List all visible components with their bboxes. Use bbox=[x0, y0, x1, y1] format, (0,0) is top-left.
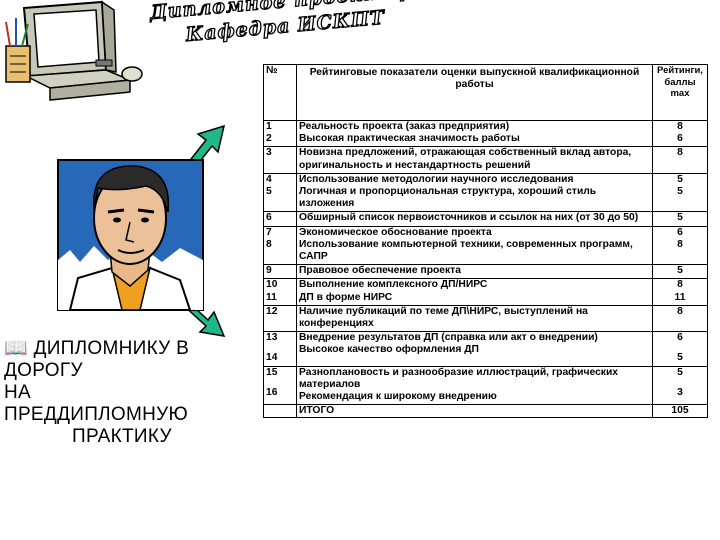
row-text: Реальность проекта (заказ предприятия) bbox=[299, 121, 510, 132]
computer-clipart bbox=[5, 0, 143, 101]
row-texts: Экономическое обоснование проекта Исполь… bbox=[296, 225, 653, 266]
rating-table: № Рейтинговые показатели оценки выпускно… bbox=[263, 64, 708, 419]
table-row-group: 4 5 Использование методологии научного и… bbox=[263, 172, 708, 213]
row-numbers: 7 8 bbox=[263, 225, 297, 266]
table-row-group: 9 Правовое обеспечение проекта 5 bbox=[263, 264, 708, 280]
row-number: 4 bbox=[266, 173, 272, 185]
row-texts: Реальность проекта (заказ предприятия) В… bbox=[296, 119, 653, 148]
row-point: 5 bbox=[652, 264, 708, 280]
row-texts: Выполнение комплексного ДП/НИРС ДП в фор… bbox=[296, 278, 653, 306]
student-note-line-text: ДИПЛОМНИКУ В bbox=[33, 338, 190, 359]
column-header-indicator: Рейтинговые показатели оценки выпускной … bbox=[296, 64, 653, 121]
table-row-group: 6 Обширный список первоисточников и ссыл… bbox=[263, 211, 708, 227]
row-number: 14 bbox=[266, 352, 278, 364]
row-numbers: 10 11 bbox=[263, 278, 297, 306]
row-number: 10 bbox=[266, 279, 278, 291]
row-number: 8 bbox=[266, 238, 272, 250]
total-label: ИТОГО bbox=[296, 404, 653, 419]
row-point: 5 bbox=[677, 352, 683, 364]
row-text: Наличие публикаций по теме ДП\НИРС, выст… bbox=[296, 304, 653, 333]
row-text: Высокая практическая значимость работы bbox=[299, 133, 520, 145]
row-text: Правовое обеспечение проекта bbox=[296, 264, 653, 280]
row-point: 5 bbox=[677, 173, 683, 185]
row-text: Выполнение комплексного ДП/НИРС bbox=[299, 279, 488, 291]
table-row-group: 12 Наличие публикаций по теме ДП\НИРС, в… bbox=[263, 304, 708, 333]
row-points: 8 11 bbox=[652, 278, 708, 306]
student-note-line: ДОРОГУ bbox=[4, 360, 83, 381]
row-numbers: 13 14 bbox=[263, 331, 297, 367]
row-point: 6 bbox=[677, 332, 683, 344]
row-number: 15 bbox=[266, 366, 278, 378]
row-text: Внедрение результатов ДП (справка или ак… bbox=[299, 332, 598, 344]
total-points: 105 bbox=[652, 404, 708, 419]
row-point: 5 bbox=[652, 211, 708, 227]
row-point: 8 bbox=[652, 304, 708, 333]
row-points: 6 8 bbox=[652, 225, 708, 266]
table-total-row: ИТОГО 105 bbox=[263, 404, 708, 419]
table-row-group: 15 16 Разноплановость и разнообразие илл… bbox=[263, 365, 708, 406]
row-point: 8 bbox=[677, 238, 683, 250]
row-point: 5 bbox=[677, 366, 683, 378]
row-points: 5 3 bbox=[652, 365, 708, 406]
column-header-number: № bbox=[263, 64, 297, 121]
row-point: 8 bbox=[652, 146, 708, 174]
table-row-group: 13 14 Внедрение результатов ДП (справка … bbox=[263, 331, 708, 367]
student-note-line: ПРЕДДИПЛОМНУЮ bbox=[4, 404, 189, 425]
row-text: ДП в форме НИРС bbox=[299, 291, 393, 303]
row-numbers: 1 2 bbox=[263, 119, 297, 148]
row-point: 8 bbox=[677, 121, 683, 132]
row-number: 5 bbox=[266, 186, 272, 198]
book-icon: 📖 bbox=[4, 338, 28, 359]
table-row-group: 10 11 Выполнение комплексного ДП/НИРС ДП… bbox=[263, 278, 708, 306]
table-row-group: 1 2 Реальность проекта (заказ предприяти… bbox=[263, 119, 708, 148]
row-number: 13 bbox=[266, 332, 278, 344]
row-text: Рекомендация к широкому внедрению bbox=[299, 391, 497, 403]
row-number: 12 bbox=[263, 304, 297, 333]
student-note-line: НА bbox=[4, 382, 31, 403]
row-point: 3 bbox=[677, 386, 683, 398]
row-point: 11 bbox=[674, 291, 686, 303]
row-number: 3 bbox=[263, 146, 297, 174]
row-number: 16 bbox=[266, 386, 278, 398]
row-text: Высокое качество оформления ДП bbox=[299, 344, 479, 356]
row-text: Логичная и пропорциональная структура, х… bbox=[299, 186, 597, 210]
row-text: Экономическое обоснование проекта bbox=[299, 226, 492, 238]
row-point: 6 bbox=[677, 133, 683, 145]
businessman-clipart bbox=[57, 159, 204, 311]
row-number: 9 bbox=[263, 264, 297, 280]
row-text: Новизна предложений, отражающая собствен… bbox=[296, 146, 653, 174]
column-header-points: Рейтинги, баллы max bbox=[652, 64, 708, 121]
row-points: 5 5 bbox=[652, 172, 708, 213]
row-points: 6 5 bbox=[652, 331, 708, 367]
row-number: 7 bbox=[266, 226, 272, 238]
row-text: Использование методологии научного иссле… bbox=[299, 173, 574, 185]
table-row-group: 7 8 Экономическое обоснование проекта Ис… bbox=[263, 225, 708, 266]
student-note: 📖 ДИПЛОМНИКУ В ДОРОГУ НА ПРЕДДИПЛОМНУЮ П… bbox=[4, 338, 259, 448]
row-text: Использование компьютерной техники, совр… bbox=[299, 238, 633, 263]
row-texts: Разноплановость и разнообразие иллюстрац… bbox=[296, 365, 653, 406]
row-numbers: 4 5 bbox=[263, 172, 297, 213]
table-row-group: 3 Новизна предложений, отражающая собств… bbox=[263, 146, 708, 174]
row-texts: Внедрение результатов ДП (справка или ак… bbox=[296, 331, 653, 367]
student-note-line: ПРАКТИКУ bbox=[72, 426, 172, 447]
row-points: 8 6 bbox=[652, 119, 708, 148]
row-text: Разноплановость и разнообразие иллюстрац… bbox=[299, 366, 619, 390]
row-point: 8 bbox=[677, 279, 683, 291]
student-note-line: 📖 ДИПЛОМНИКУ В bbox=[4, 338, 259, 360]
row-numbers: 15 16 bbox=[263, 365, 297, 406]
row-number: 6 bbox=[263, 211, 297, 227]
table-header-row: № Рейтинговые показатели оценки выпускно… bbox=[263, 64, 708, 121]
row-number: 1 bbox=[266, 121, 272, 132]
row-point: 5 bbox=[677, 186, 683, 198]
row-number: 11 bbox=[266, 291, 277, 303]
row-point: 6 bbox=[677, 226, 683, 238]
row-text: Обширный список первоисточников и ссылок… bbox=[296, 211, 653, 227]
row-texts: Использование методологии научного иссле… bbox=[296, 172, 653, 213]
row-number: 2 bbox=[266, 133, 272, 145]
